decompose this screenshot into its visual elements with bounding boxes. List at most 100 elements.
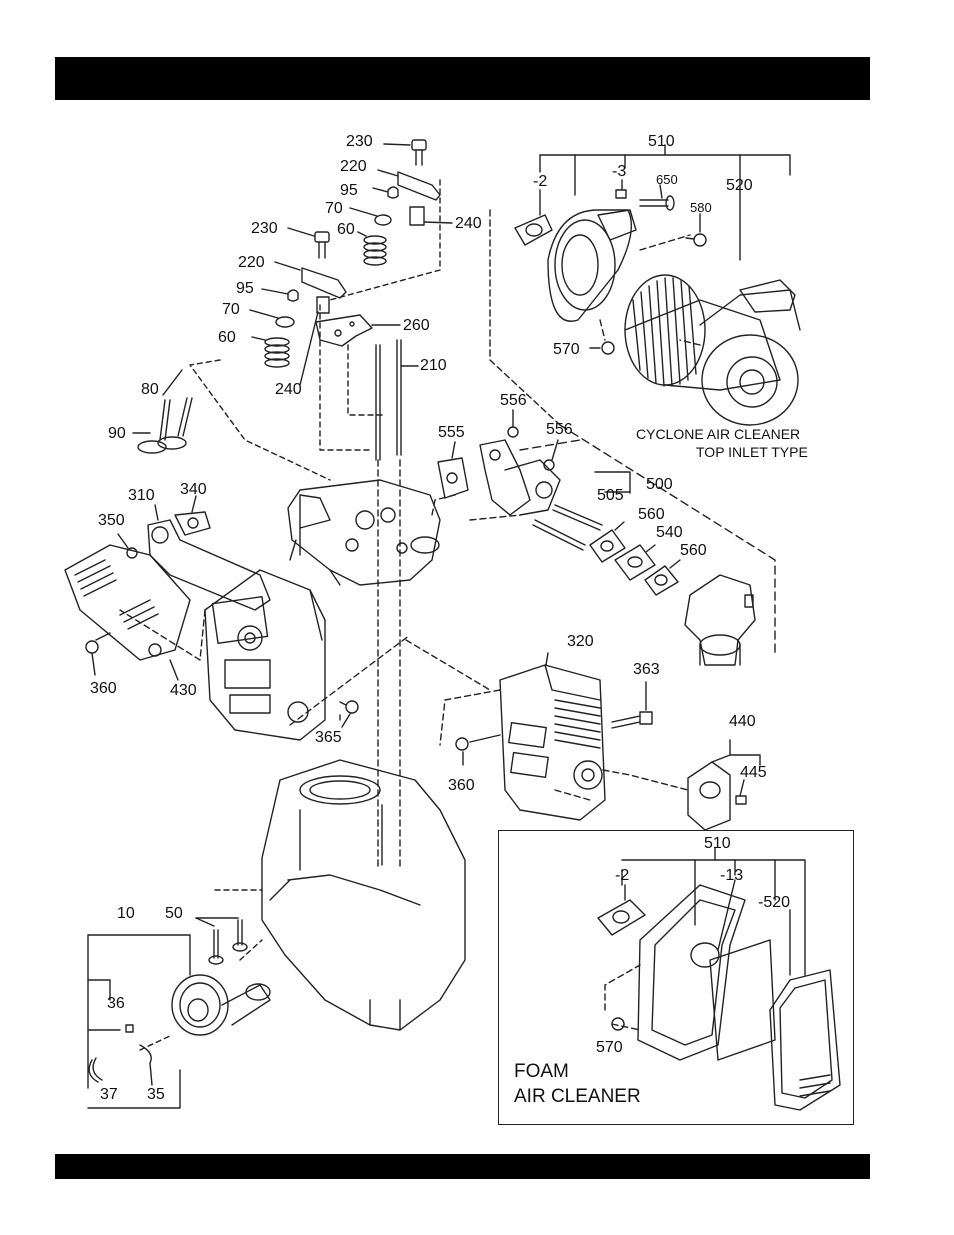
part-label-95: 95	[236, 281, 254, 297]
guide-plate-260	[316, 315, 400, 346]
screw-445	[736, 780, 746, 804]
part-label-95: 95	[340, 183, 358, 199]
part-label-70: 70	[222, 302, 240, 318]
camshaft-bracket	[88, 935, 190, 1108]
muffler-body	[205, 570, 325, 740]
part-label-556: 556	[500, 393, 527, 409]
part-label-320: 320	[567, 634, 594, 650]
part-label-365: 365	[315, 730, 342, 746]
part-label-520: 520	[726, 178, 753, 194]
part-label-560: 560	[680, 543, 707, 559]
rocker-arm-220-lower	[275, 262, 346, 298]
part-label-445: 445	[740, 765, 767, 781]
part-label-520: -520	[758, 895, 790, 911]
part-label-560: 560	[638, 507, 665, 523]
muffler-cover-430	[65, 545, 190, 680]
part-label-13: -13	[720, 868, 743, 884]
part-label-510: 510	[648, 134, 675, 150]
part-label-340: 340	[180, 482, 207, 498]
bolt-360-left	[86, 633, 110, 675]
cap-95-upper	[373, 187, 398, 198]
nut-570-cyclone	[590, 342, 614, 354]
push-rods-210	[376, 340, 418, 460]
part-label-650: 650	[656, 172, 678, 188]
bolt-650	[640, 185, 674, 210]
gasket-340	[175, 496, 210, 535]
bolts-50	[196, 918, 247, 964]
part-label-3: -3	[612, 164, 626, 180]
clip-37	[89, 1058, 102, 1082]
retainer-70-upper	[350, 208, 391, 225]
part-label-360: 360	[90, 681, 117, 697]
camshaft-gear	[172, 975, 270, 1035]
cap-screw-230-lower	[288, 228, 329, 258]
foam-base	[638, 885, 745, 1060]
part-label-260: 260	[403, 318, 430, 334]
part-label-230: 230	[251, 221, 278, 237]
nut-350	[118, 534, 137, 558]
part-label-50: 50	[165, 906, 183, 922]
part-label-35: 35	[147, 1087, 165, 1103]
part-label-555: 555	[438, 425, 465, 441]
muffler-320	[500, 653, 605, 820]
part-label-580: 580	[690, 200, 712, 216]
cyclone-caption-line2: TOP INLET TYPE	[696, 444, 808, 461]
part-label-220: 220	[238, 255, 265, 271]
spring-35	[140, 1045, 152, 1085]
cap-95-lower	[262, 289, 298, 301]
bolt-360-right	[456, 735, 500, 765]
part-label-240: 240	[455, 216, 482, 232]
part-label-310: 310	[128, 488, 155, 504]
part-label-2: -2	[533, 174, 547, 190]
retainer-70-lower	[250, 310, 294, 327]
insulator-555	[438, 442, 468, 498]
exhaust-manifold-310	[148, 505, 270, 610]
part-label-2: -2	[615, 868, 629, 884]
part-label-350: 350	[98, 513, 125, 529]
cylinder-head	[288, 480, 440, 585]
part-label-36: 36	[107, 996, 125, 1012]
part-label-505: 505	[597, 488, 624, 504]
part-label-240: 240	[275, 382, 302, 398]
cyclone-housing	[548, 210, 636, 321]
part-label-60: 60	[218, 330, 236, 346]
spark-arrester-440	[688, 740, 760, 830]
part-label-440: 440	[729, 714, 756, 730]
part-label-430: 430	[170, 683, 197, 699]
bolt-580	[686, 214, 706, 246]
part-label-90: 90	[108, 426, 126, 442]
air-cleaner-cover	[700, 280, 800, 425]
part-label-570: 570	[553, 342, 580, 358]
cyclone-caption-line1: CYCLONE AIR CLEANER	[636, 426, 800, 443]
part-label-70: 70	[325, 201, 343, 217]
carburetor	[685, 575, 755, 665]
part-label-500: 500	[646, 477, 673, 493]
part-label-10: 10	[117, 906, 135, 922]
part-label-80: 80	[141, 382, 159, 398]
gasket-2-foam	[598, 885, 645, 935]
part-label-37: 37	[100, 1087, 118, 1103]
spring-60-lower	[252, 337, 289, 367]
part-label-510: 510	[704, 836, 731, 852]
bolt-556-upper	[508, 410, 518, 437]
bolt-365	[340, 701, 358, 727]
part-label-363: 363	[633, 662, 660, 678]
pivot-240-upper	[410, 207, 452, 225]
part-label-556: 556	[546, 422, 573, 438]
part-label-230: 230	[346, 134, 373, 150]
cap-screw-230-upper	[384, 140, 426, 165]
foam-caption-line1: FOAM	[514, 1060, 569, 1083]
engine-block	[262, 760, 465, 1030]
spring-60-upper	[358, 232, 386, 265]
gasket-560-lower	[645, 560, 680, 595]
part-label-360: 360	[448, 778, 475, 794]
part-label-220: 220	[340, 159, 367, 175]
bolt-363	[612, 682, 652, 728]
part-label-210: 210	[420, 358, 447, 374]
pin-36	[126, 1025, 133, 1032]
screw-3	[616, 180, 626, 198]
foam-caption-line2: AIR CLEANER	[514, 1085, 641, 1108]
part-label-570: 570	[596, 1040, 623, 1056]
foam-bracket	[622, 848, 805, 975]
